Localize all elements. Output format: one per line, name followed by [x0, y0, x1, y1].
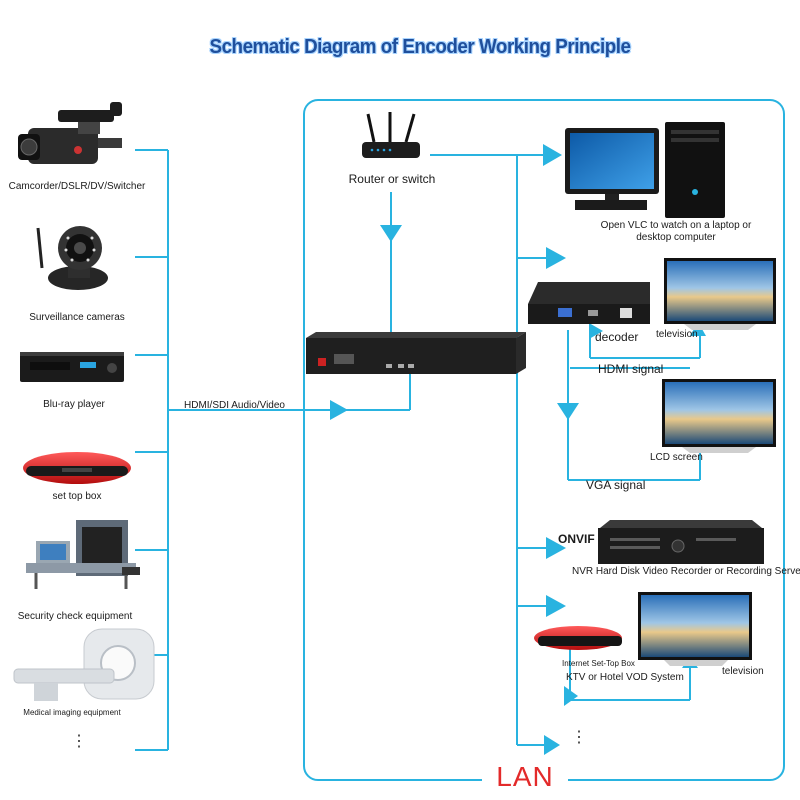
- ktv-label: KTV or Hotel VOD System: [566, 672, 684, 683]
- vlc-label: Open VLC to watch on a laptop or desktop…: [600, 220, 752, 243]
- iptv-return-arrow: [564, 686, 578, 706]
- router-label: Router or switch: [348, 172, 436, 186]
- security-scanner-icon: [26, 520, 140, 589]
- router-arrow: [380, 225, 402, 242]
- surveillance-camera-icon: [36, 226, 108, 290]
- set-top-box-icon: [23, 452, 131, 484]
- source-label-medical: Medical imaging equipment: [23, 708, 121, 717]
- bluray-player-icon: [20, 352, 124, 382]
- iptv-box-icon: [534, 626, 622, 650]
- source-label-surveillance: Surveillance cameras: [29, 312, 125, 323]
- medical-scanner-icon: [13, 628, 155, 701]
- diagram-title: Schematic Diagram of Encoder Working Pri…: [209, 36, 631, 58]
- nvr-icon: [598, 520, 764, 564]
- encoder-icon: [306, 332, 526, 374]
- vga-signal-label: VGA signal: [586, 478, 646, 492]
- source-label-camcorder: Camcorder/DSLR/DV/Switcher: [8, 181, 146, 192]
- television-label-1: television: [656, 329, 698, 340]
- iptv-arrow: [546, 595, 566, 617]
- source-label-security: Security check equipment: [17, 611, 133, 622]
- router-icon: [362, 112, 420, 158]
- desktop-computer-icon: [565, 122, 725, 218]
- television-label-2: television: [722, 666, 764, 677]
- camcorder-icon: [18, 102, 122, 164]
- iptv-box-label: Internet Set-Top Box: [562, 659, 635, 668]
- lcd-screen-icon: [662, 379, 776, 453]
- television-icon-2: [638, 592, 752, 666]
- pc-arrow: [543, 144, 562, 166]
- decoder-arrow: [546, 247, 566, 269]
- decoder-icon: [528, 282, 650, 324]
- source-label-bluray: Blu-ray player: [43, 399, 105, 410]
- input-link-label: HDMI/SDI Audio/Video: [184, 400, 285, 411]
- more-sources-ellipsis: ⋮: [71, 733, 87, 750]
- tv1-arrow: [589, 323, 603, 339]
- nvr-arrow: [546, 537, 566, 559]
- television-icon-1: [664, 258, 776, 330]
- lcd-arrow: [557, 403, 579, 420]
- more-arrow: [544, 735, 560, 755]
- onvif-label: ONVIF: [558, 532, 595, 546]
- hdmi-signal-label: HDMI signal: [598, 362, 664, 376]
- source-bus: [135, 149, 411, 751]
- nvr-label: NVR Hard Disk Video Recorder or Recordin…: [572, 566, 800, 577]
- lan-label: LAN: [482, 759, 568, 795]
- lcd-screen-label: LCD screen: [650, 452, 703, 463]
- decoder-label: decoder: [595, 330, 639, 344]
- more-outputs-ellipsis: ⋮: [571, 729, 587, 746]
- input-arrow: [330, 400, 348, 420]
- source-label-set-top-box: set top box: [52, 491, 102, 502]
